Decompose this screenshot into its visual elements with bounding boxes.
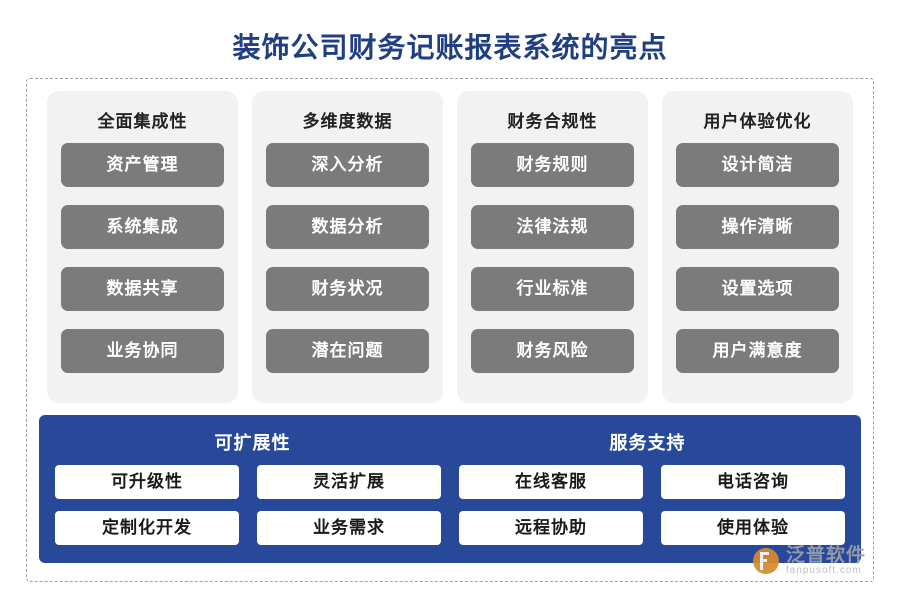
feature-column-3: 财务合规性 财务规则 法律法规 行业标准 财务风险 [457,91,648,403]
feature-chip[interactable]: 用户满意度 [676,329,839,373]
diagram-border: 全面集成性 资产管理 系统集成 数据共享 业务协同 多维度数据 深入分析 数据分… [26,78,874,582]
feature-chip[interactable]: 业务协同 [61,329,224,373]
bottom-chip[interactable]: 在线客服 [459,465,643,499]
bottom-chip[interactable]: 业务需求 [257,511,441,545]
feature-chip[interactable]: 设置选项 [676,267,839,311]
company-logo-icon [752,547,779,574]
feature-column-2: 多维度数据 深入分析 数据分析 财务状况 潜在问题 [252,91,443,403]
feature-chip[interactable]: 财务风险 [471,329,634,373]
feature-chip[interactable]: 财务状况 [266,267,429,311]
column-heading: 财务合规性 [507,112,598,131]
feature-column-1: 全面集成性 资产管理 系统集成 数据共享 业务协同 [47,91,238,403]
feature-chip[interactable]: 深入分析 [266,143,429,187]
watermark-name-cn: 泛普软件 [785,544,866,566]
feature-chip[interactable]: 潜在问题 [266,329,429,373]
feature-chip[interactable]: 行业标准 [471,267,634,311]
column-heading: 全面集成性 [97,112,188,131]
bottom-chip[interactable]: 灵活扩展 [257,465,441,499]
column-heading: 多维度数据 [302,112,393,131]
feature-chip[interactable]: 系统集成 [61,205,224,249]
feature-column-4: 用户体验优化 设计简洁 操作清晰 设置选项 用户满意度 [662,91,853,403]
bottom-panel-grid: 可升级性 灵活扩展 在线客服 电话咨询 定制化开发 业务需求 远程协助 使用体验 [55,465,845,545]
bottom-panel-headings: 可扩展性 服务支持 [55,425,845,465]
bottom-chip[interactable]: 电话咨询 [661,465,845,499]
watermark-name-en: fanpusoft.com [785,564,862,576]
bottom-chip[interactable]: 可升级性 [55,465,239,499]
page-title: 装饰公司财务记账报表系统的亮点 [232,33,668,64]
column-heading: 用户体验优化 [703,112,812,131]
bottom-heading-service: 服务支持 [609,433,686,453]
feature-chip[interactable]: 数据共享 [61,267,224,311]
feature-columns: 全面集成性 资产管理 系统集成 数据共享 业务协同 多维度数据 深入分析 数据分… [47,91,853,403]
bottom-heading-scalability: 可扩展性 [214,433,291,453]
feature-chip[interactable]: 法律法规 [471,205,634,249]
feature-chip[interactable]: 操作清晰 [676,205,839,249]
watermark-text: 泛普软件 fanpusoft.com [785,544,866,576]
bottom-panel: 可扩展性 服务支持 可升级性 灵活扩展 在线客服 电话咨询 定制化开发 业务需求… [39,415,861,563]
watermark: 泛普软件 fanpusoft.com [752,544,866,576]
bottom-chip[interactable]: 定制化开发 [55,511,239,545]
feature-chip[interactable]: 资产管理 [61,143,224,187]
feature-chip[interactable]: 财务规则 [471,143,634,187]
feature-chip[interactable]: 设计简洁 [676,143,839,187]
feature-chip[interactable]: 数据分析 [266,205,429,249]
bottom-chip[interactable]: 远程协助 [459,511,643,545]
bottom-chip[interactable]: 使用体验 [661,511,845,545]
